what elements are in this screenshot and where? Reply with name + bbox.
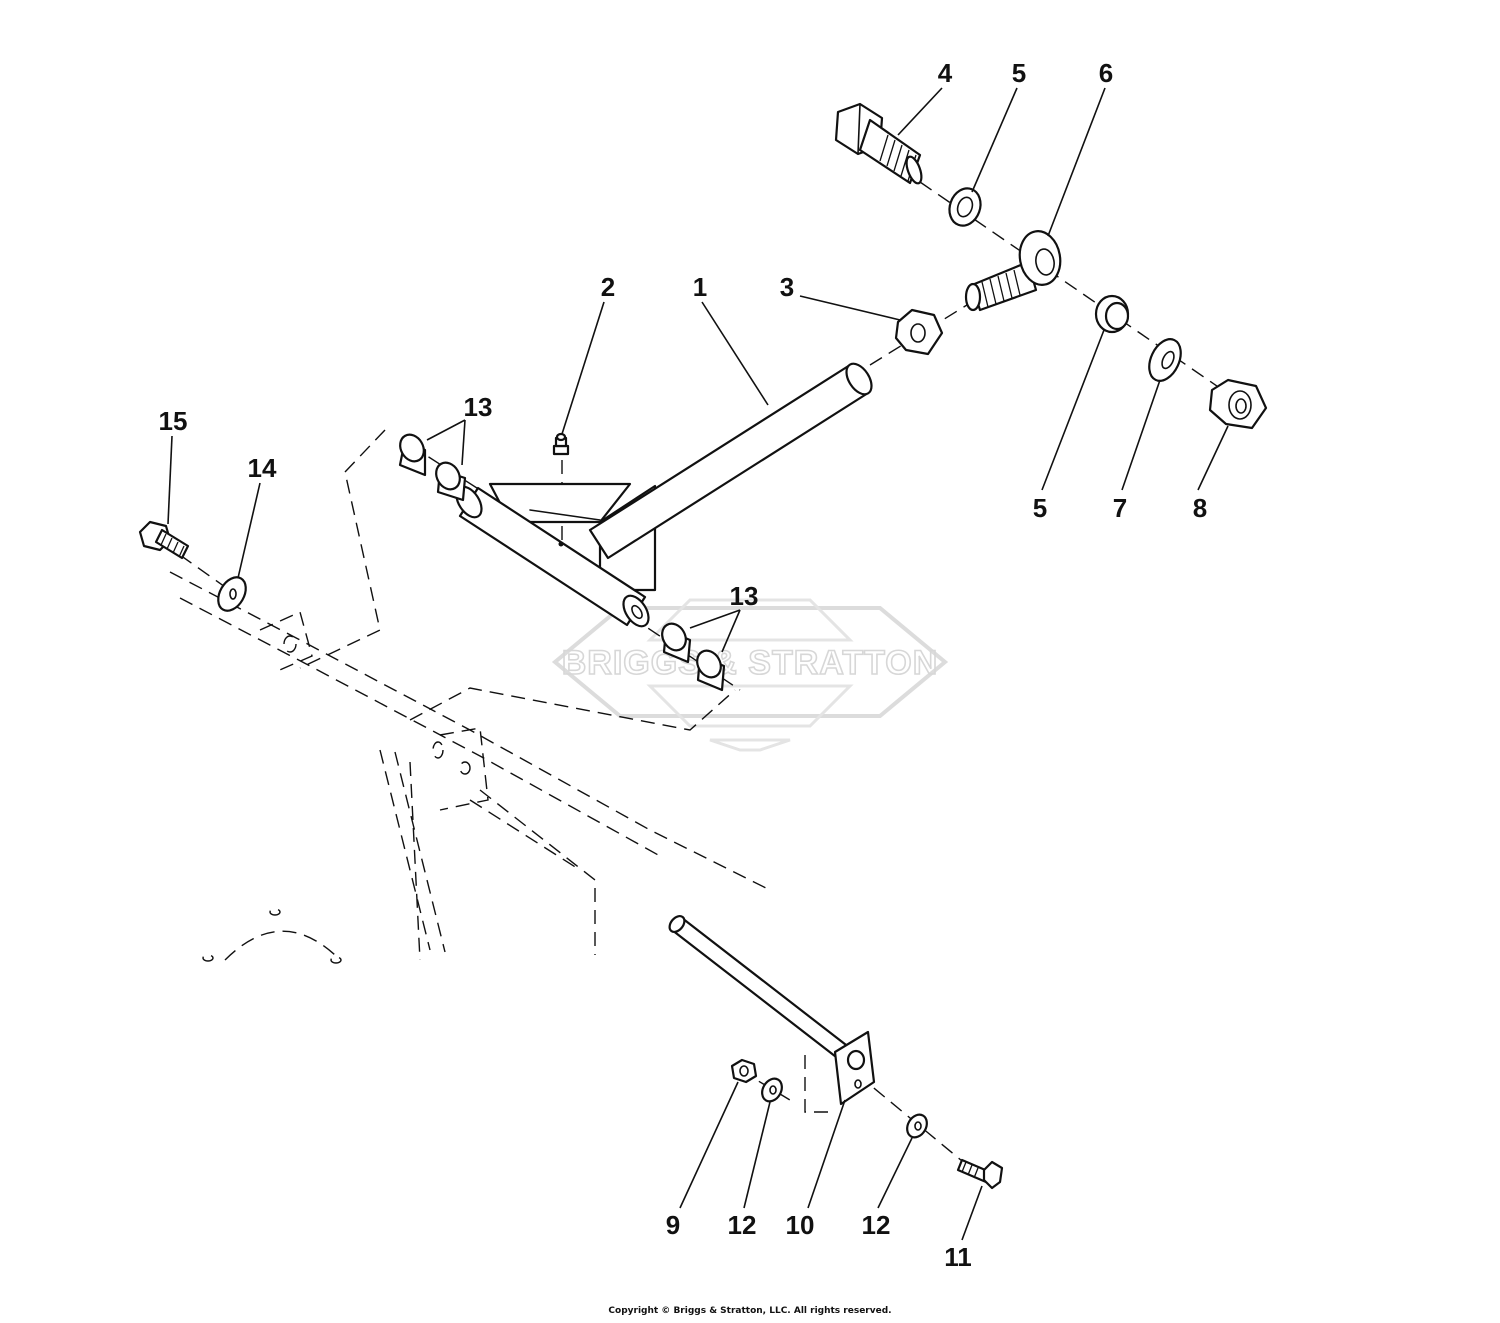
callout-1: 1 <box>693 272 707 302</box>
washer-12-right <box>906 1113 928 1139</box>
bolt-15 <box>138 520 190 560</box>
callout-5-top: 5 <box>1012 58 1026 88</box>
frame-phantom-lines <box>169 429 830 1113</box>
callout-7: 7 <box>1113 493 1127 523</box>
callout-5-lower: 5 <box>1033 493 1047 523</box>
hex-bolt-4 <box>834 102 923 185</box>
callout-12-right: 12 <box>862 1210 891 1240</box>
pivot-shaft-10 <box>668 915 876 1106</box>
callout-14: 14 <box>248 453 277 483</box>
copyright-notice: Copyright © Briggs & Stratton, LLC. All … <box>608 1306 892 1316</box>
callout-4: 4 <box>938 58 953 88</box>
callout-2: 2 <box>601 272 615 302</box>
brand-watermark: BRIGGS & STRATTON <box>551 598 949 752</box>
spacer-5-lower <box>1094 294 1130 334</box>
a-frame-arm <box>455 362 873 628</box>
callout-labels: 4 5 6 2 1 3 13 15 14 5 7 8 13 9 12 10 12… <box>159 58 1208 1272</box>
callout-11: 11 <box>944 1242 972 1272</box>
grease-fitting <box>552 432 570 456</box>
washer-12-left <box>761 1077 783 1103</box>
callout-13-lower: 13 <box>730 581 759 611</box>
callout-8: 8 <box>1193 493 1207 523</box>
nut-9 <box>730 1058 758 1084</box>
callout-3: 3 <box>780 272 794 302</box>
spacer-5-upper <box>948 187 982 227</box>
washer-14 <box>217 576 247 612</box>
callout-15: 15 <box>159 406 188 436</box>
bushings-13-upper <box>398 433 467 502</box>
hex-nut-3 <box>894 308 944 356</box>
lock-nut-8 <box>1208 378 1268 430</box>
watermark-text: BRIGGS & STRATTON <box>562 644 939 682</box>
callout-leaders <box>167 87 1229 1241</box>
callout-10: 10 <box>786 1210 815 1240</box>
callout-13-upper: 13 <box>464 392 493 422</box>
flat-washer-7 <box>1148 338 1182 382</box>
bushings-13-lower <box>661 622 726 692</box>
bolt-11 <box>956 1158 1004 1190</box>
rod-end-6 <box>964 230 1062 312</box>
callout-6: 6 <box>1099 58 1113 88</box>
callout-9: 9 <box>666 1210 680 1240</box>
callout-12-left: 12 <box>728 1210 757 1240</box>
